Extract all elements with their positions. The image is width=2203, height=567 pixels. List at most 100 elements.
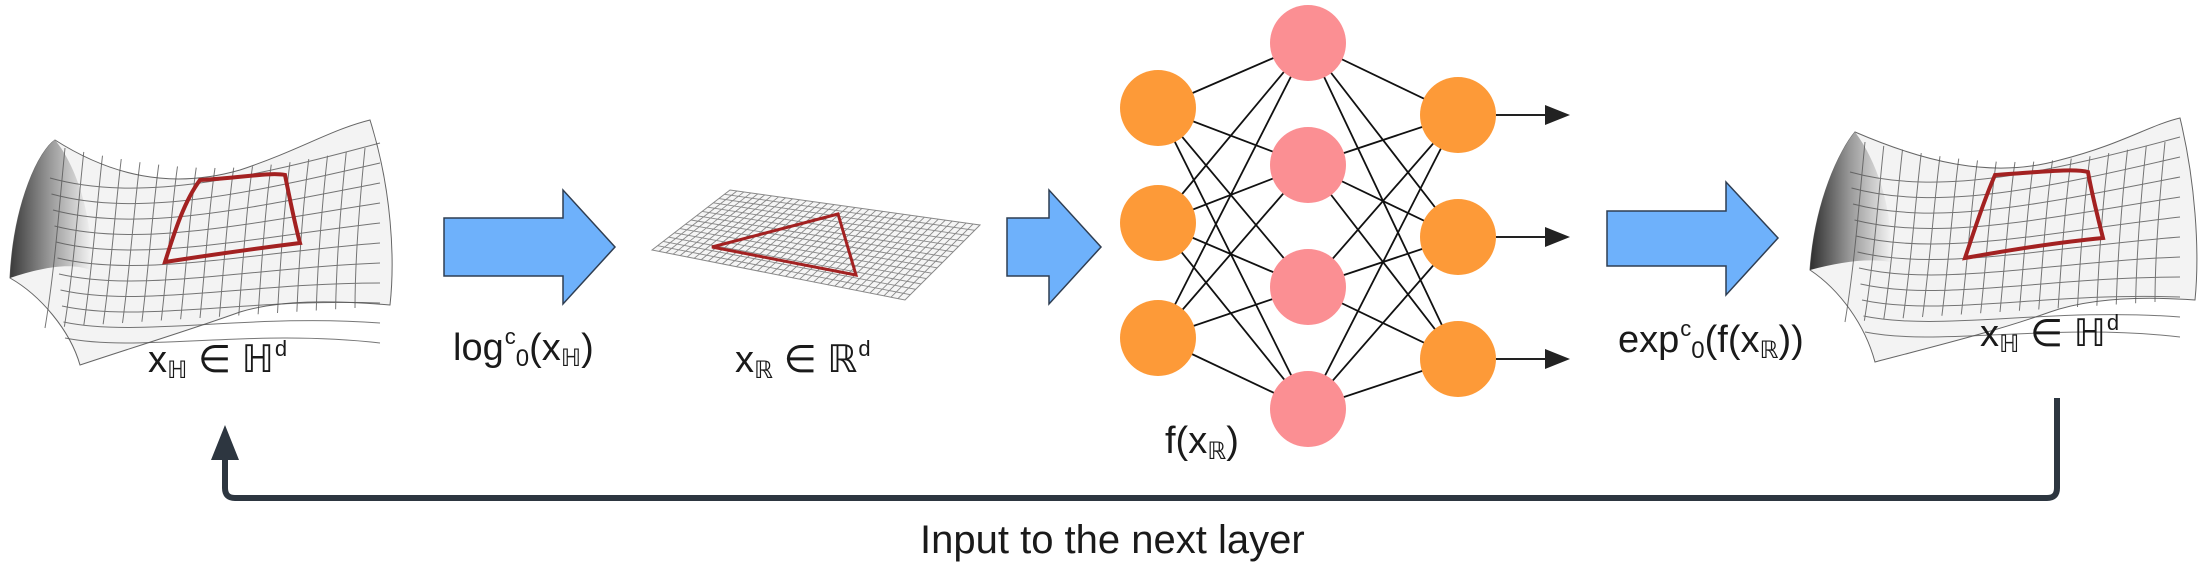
surface-grid-line [52,182,381,220]
surface-grid-line [1941,158,1960,316]
euclidean-plane [650,189,982,301]
edge-hidden-output [1307,114,1459,288]
network-output-arrows [1496,105,1570,369]
surface-grid-line [64,337,381,344]
plane-grid-line [685,223,938,269]
input-node [1120,70,1196,146]
input-node [1120,185,1196,261]
surface-grid-line [277,162,291,314]
edge-input-hidden [1157,107,1309,288]
label-log-map: logc0(xℍ) [453,324,594,372]
surface-grid-line [354,147,366,309]
output-arrow-head [1545,105,1570,125]
plane-grid-line [663,240,916,290]
network-edges [1157,42,1459,410]
edge-hidden-output [1307,236,1459,410]
log-map-arrow [443,188,617,306]
surface-grid-line [2154,141,2166,303]
edge-input-hidden [1157,222,1309,410]
surface-grid-line [218,167,235,317]
plane-grid-line [674,232,927,280]
to-network-arrow [1006,188,1103,306]
edge-input-hidden [1157,107,1309,410]
plane-grid-line [668,236,922,285]
hidden-node [1270,249,1346,325]
plane-grid-line [690,219,943,263]
surface-grid-line [180,167,197,320]
surface-grid-line [1860,276,2181,292]
output-node [1420,321,1496,397]
surface-grid-line [1960,160,1978,315]
plane-grid-line [702,210,954,253]
surface-grid-line [102,159,122,325]
label-exp-map: expc0(f(xℝ)) [1618,316,1804,364]
plane-grid-line [707,206,959,247]
surface-grid-line [1902,153,1922,319]
surface-grid-line [1922,156,1941,318]
output-node [1420,199,1496,275]
surface-grid-line [44,147,66,329]
label-f-x: f(xℝ) [1165,420,1239,465]
edge-hidden-output [1307,114,1459,410]
feedback-caption: Input to the next layer [920,518,1305,562]
surface-grid-line [1855,216,2181,245]
surface-grid-line [61,301,381,313]
edge-input-hidden [1157,164,1309,339]
exp-map-arrow [1606,180,1780,297]
surface-grid-line [1857,236,2181,261]
surface-grid-line [1852,176,2181,214]
feedback-arrow-line [222,398,2060,501]
edge-input-hidden [1157,42,1309,339]
surface-grid-line [1861,295,2181,307]
surface-grid-line [1999,161,2016,313]
edge-input-hidden [1157,42,1309,224]
output-arrow-head [1545,227,1570,247]
hidden-node [1270,127,1346,203]
output-node [1420,77,1496,153]
label-x-hyperbolic-right: xℍ ∈ ℍd [1980,310,2120,358]
input-node [1120,300,1196,376]
surface-grid-line [2115,149,2128,305]
surface-grid-line [2038,160,2053,310]
surface-grid-line [60,282,381,298]
hidden-node [1270,5,1346,81]
surface-grid-line [1863,145,1885,321]
hyperbolic-triangle-left [162,172,303,265]
surface-grid-line [1849,136,2181,183]
surface-grid-line [238,166,253,316]
surface-grid-line [57,242,381,267]
surface-grid-line [1863,314,2181,322]
surface-grid-line [2018,161,2035,311]
surface-grid-line [63,320,381,328]
surface-grid-line [54,202,381,236]
plane-grid-line [696,215,948,258]
surface-grid-line [1883,149,1903,320]
euclidean-triangle [711,212,859,277]
hyperbolic-surface-right [1809,117,2198,363]
label-x-euclidean: xℝ ∈ ℝd [735,336,871,384]
surface-grid-line [58,262,381,282]
surface-grid-line [1864,331,2181,338]
plane-grid-line [724,193,975,231]
surface-grid-line [296,159,310,312]
surface-grid-line [55,222,381,251]
surface-grid-line [63,151,85,327]
hidden-node [1270,371,1346,447]
hyperbolic-triangle-right [1962,168,2106,261]
surface-grid-line [1851,156,2181,199]
label-x-hyperbolic-left: xℍ ∈ ℍd [148,336,288,384]
network-nodes [1120,5,1496,447]
plane-grid-line [713,202,964,242]
surface-grid-line [1858,256,2181,276]
surface-grid-line [315,155,328,311]
plane-grid-line [718,198,970,237]
surface-grid-line [199,167,216,319]
feedback-arrow-head [211,425,239,460]
surface-grid-line [141,164,160,322]
surface-grid-line [83,155,103,326]
surface-grid-line [122,162,141,324]
plane-grid-line [679,228,932,274]
surface-grid-line [1854,196,2181,230]
plane-grid-line [657,245,911,296]
